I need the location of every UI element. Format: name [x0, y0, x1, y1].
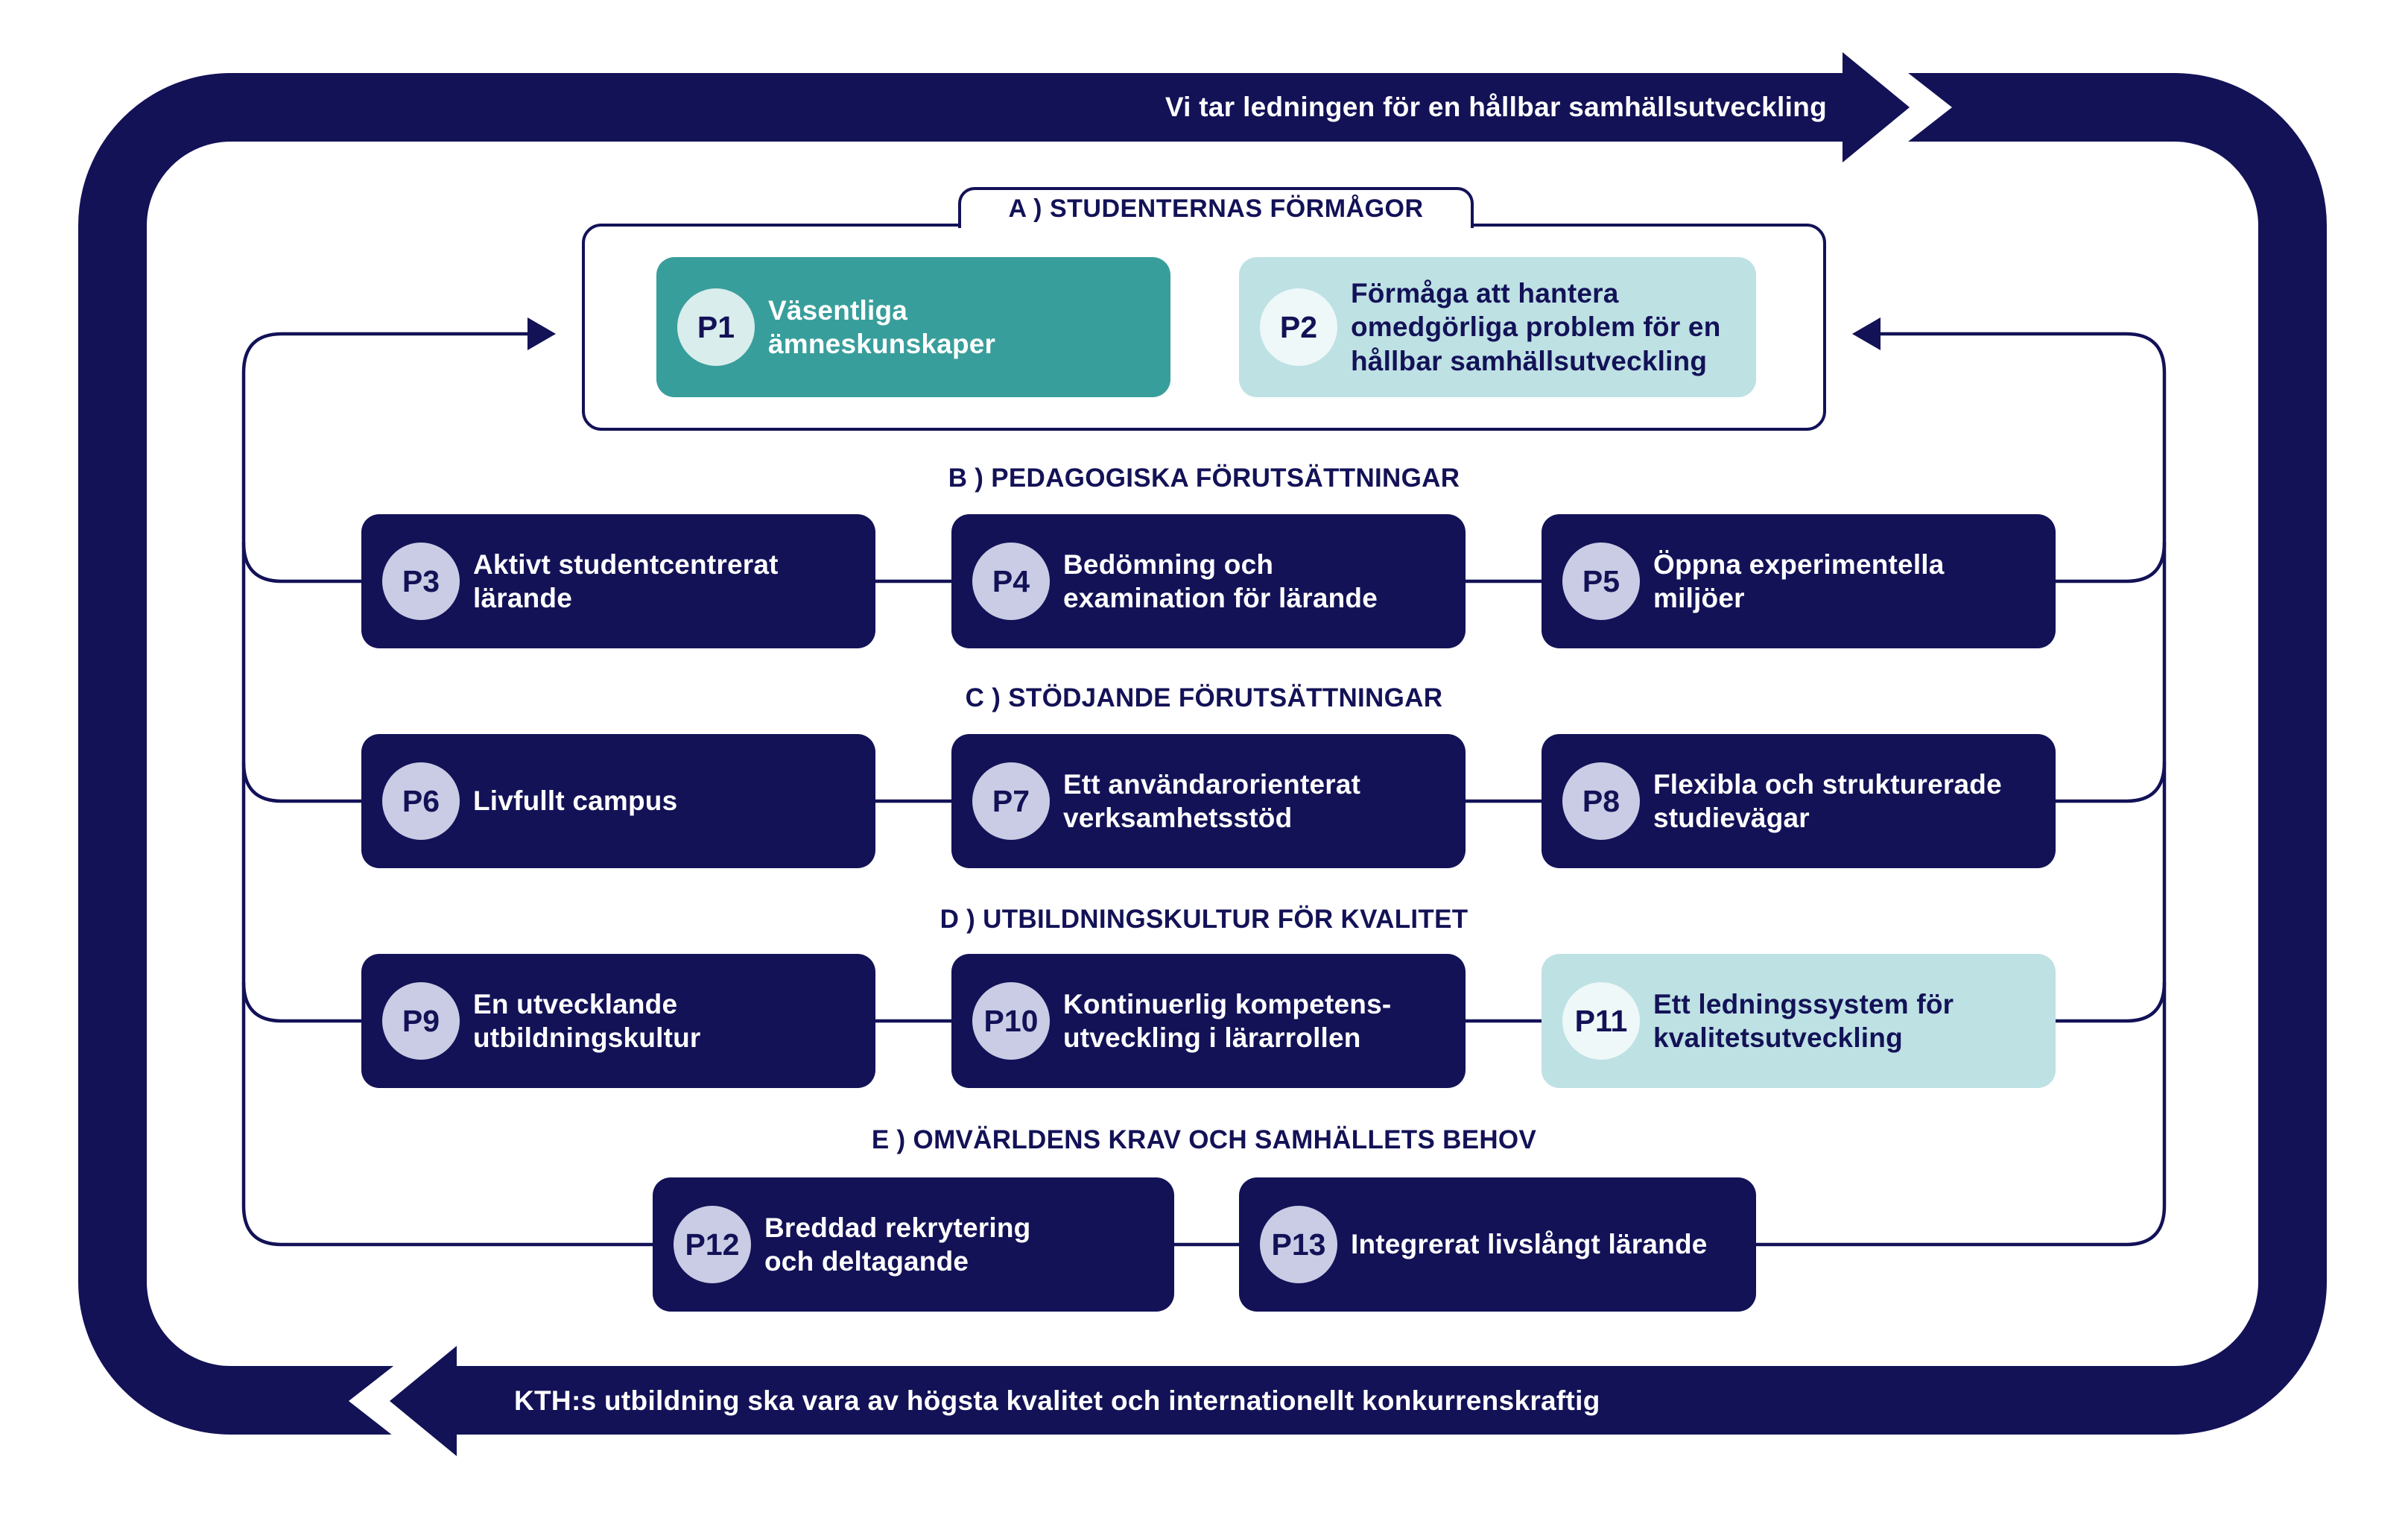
- section-a-tab: A ) STUDENTERNAS FÖRMÅGOR: [958, 187, 1474, 228]
- card-p4: P4 Bedömning och examination för lärande: [951, 514, 1466, 648]
- card-p3-badge: P3: [382, 543, 460, 620]
- card-p13: P13 Integrerat livslångt lärande: [1239, 1177, 1756, 1312]
- card-p11-text: Ett ledningssystem för kvalitetsutveckli…: [1653, 988, 1954, 1053]
- card-p10: P10 Kontinuerlig kompetens- utveckling i…: [951, 954, 1466, 1088]
- card-p12-badge: P12: [674, 1206, 751, 1283]
- card-p9: P9 En utvecklande utbildningskultur: [361, 954, 875, 1088]
- bottom-banner-text: KTH:s utbildning ska vara av högsta kval…: [514, 1385, 1600, 1416]
- card-p5-text: Öppna experimentella miljöer: [1653, 548, 1945, 613]
- card-p12: P12 Breddad rekrytering och deltagande: [653, 1177, 1174, 1312]
- card-p2: P2 Förmåga att hantera omedgörliga probl…: [1239, 257, 1756, 397]
- card-p13-badge: P13: [1260, 1206, 1337, 1283]
- card-p1: P1 Väsentliga ämneskunskaper: [656, 257, 1170, 397]
- card-p5-badge: P5: [1562, 543, 1640, 620]
- card-p2-text: Förmåga att hantera omedgörliga problem …: [1351, 278, 1721, 376]
- card-p9-text: En utvecklande utbildningskultur: [473, 988, 701, 1053]
- card-p1-text: Väsentliga ämneskunskaper: [768, 294, 996, 359]
- card-p8: P8 Flexibla och strukturerade studieväga…: [1542, 734, 2056, 868]
- section-b-label: B ) PEDAGOGISKA FÖRUTSÄTTNINGAR: [948, 464, 1460, 493]
- section-c-label: C ) STÖDJANDE FÖRUTSÄTTNINGAR: [965, 683, 1443, 712]
- card-p12-text: Breddad rekrytering och deltagande: [764, 1212, 1031, 1277]
- card-p10-badge: P10: [972, 982, 1050, 1060]
- card-p4-badge: P4: [972, 543, 1050, 620]
- card-p6: P6 Livfullt campus: [361, 734, 875, 868]
- card-p10-text: Kontinuerlig kompetens- utveckling i lär…: [1063, 988, 1392, 1053]
- card-p9-badge: P9: [382, 982, 460, 1060]
- card-p6-text: Livfullt campus: [473, 785, 678, 817]
- card-p4-text: Bedömning och examination för lärande: [1063, 548, 1378, 613]
- card-p13-text: Integrerat livslångt lärande: [1351, 1229, 1708, 1260]
- top-banner-text: Vi tar ledningen för en hållbar samhälls…: [1165, 92, 1827, 122]
- section-e-label: E ) OMVÄRLDENS KRAV OCH SAMHÄLLETS BEHOV: [871, 1125, 1537, 1154]
- section-d-label: D ) UTBILDNINGSKULTUR FÖR KVALITET: [940, 905, 1468, 934]
- card-p11: P11 Ett ledningssystem för kvalitetsutve…: [1542, 954, 2056, 1088]
- card-p7: P7 Ett användarorienterat verksamhetsstö…: [951, 734, 1466, 868]
- card-p7-badge: P7: [972, 762, 1050, 840]
- card-p3-text: Aktivt studentcentrerat lärande: [473, 548, 779, 613]
- card-p2-badge: P2: [1260, 288, 1337, 366]
- card-p8-badge: P8: [1562, 762, 1640, 840]
- card-p11-badge: P11: [1562, 982, 1640, 1060]
- section-a-label: A ) STUDENTERNAS FÖRMÅGOR: [1008, 195, 1424, 223]
- card-p7-text: Ett användarorienterat verksamhetsstöd: [1063, 768, 1361, 833]
- card-p8-text: Flexibla och strukturerade studievägar: [1653, 768, 2002, 833]
- card-p6-badge: P6: [382, 762, 460, 840]
- card-p5: P5 Öppna experimentella miljöer: [1542, 514, 2056, 648]
- card-p3: P3 Aktivt studentcentrerat lärande: [361, 514, 875, 648]
- card-p1-badge: P1: [677, 288, 755, 366]
